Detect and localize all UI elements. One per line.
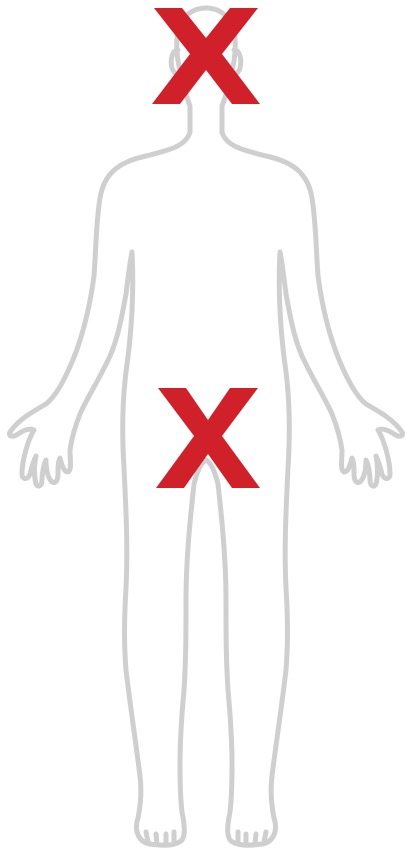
head-x-shape	[152, 8, 260, 104]
right-body-outline	[206, 132, 403, 845]
groin-x-marker	[156, 388, 260, 488]
head-x-marker	[152, 8, 260, 104]
left-body-outline	[9, 132, 206, 845]
groin-x-shape	[156, 388, 260, 488]
